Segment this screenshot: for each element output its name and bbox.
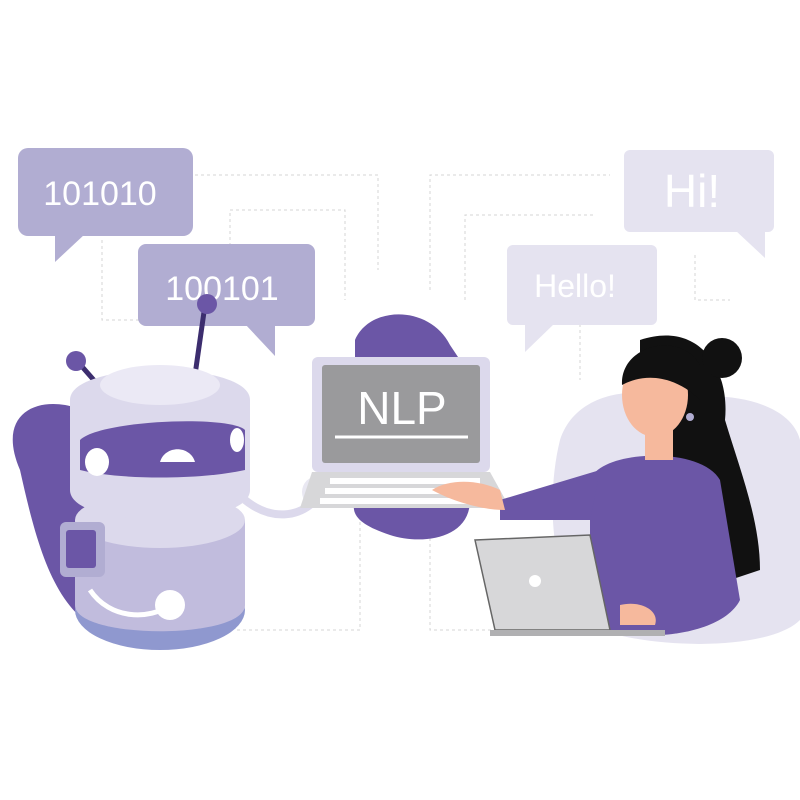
robot — [60, 294, 334, 650]
bubble-text: Hello! — [534, 268, 616, 304]
bubble-text: 100101 — [165, 270, 278, 308]
center-laptop: NLP — [300, 357, 510, 508]
keyboard — [320, 478, 490, 504]
speech-bubble-hi: Hi! — [624, 150, 774, 258]
speech-bubble-hello: Hello! — [507, 245, 657, 352]
speech-bubble-100101: 100101 — [138, 244, 315, 356]
bubble-text: 101010 — [43, 175, 156, 213]
speech-bubble-101010: 101010 — [18, 148, 193, 262]
woman — [432, 335, 760, 636]
nlp-label: NLP — [357, 382, 446, 434]
bubble-text: Hi! — [664, 165, 720, 217]
